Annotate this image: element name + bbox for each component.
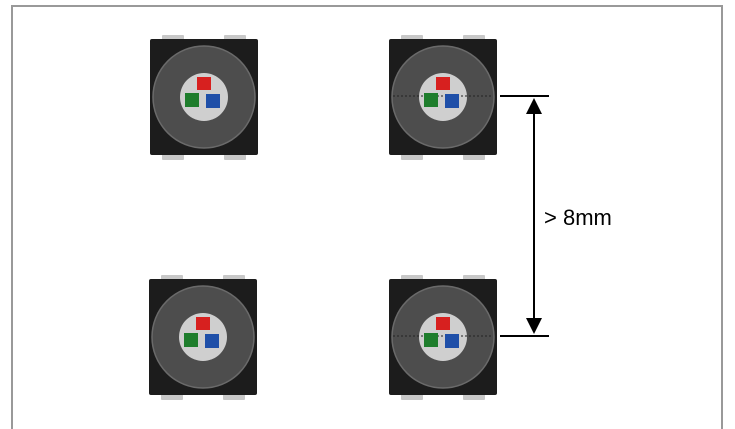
spacing-dimension (500, 95, 549, 337)
red-die (436, 317, 450, 330)
rgb-led-bottom-right (389, 275, 497, 400)
diagram-frame (11, 5, 723, 429)
blue-die (445, 334, 459, 348)
die-area (180, 73, 228, 121)
led-group (149, 35, 497, 400)
die-area (419, 313, 467, 361)
blue-die (445, 94, 459, 108)
blue-die (205, 334, 219, 348)
red-die (197, 77, 211, 90)
rgb-led-bottom-left (149, 275, 257, 400)
arrowhead-up-icon (526, 98, 542, 114)
arrowhead-down-icon (526, 318, 542, 334)
green-die (424, 93, 438, 107)
rgb-led-top-left (150, 35, 258, 160)
blue-die (206, 94, 220, 108)
die-area (179, 313, 227, 361)
rgb-led-top-right (389, 35, 497, 160)
red-die (436, 77, 450, 90)
green-die (424, 333, 438, 347)
green-die (185, 93, 199, 107)
red-die (196, 317, 210, 330)
die-area (419, 73, 467, 121)
spacing-label: > 8mm (544, 205, 612, 230)
green-die (184, 333, 198, 347)
